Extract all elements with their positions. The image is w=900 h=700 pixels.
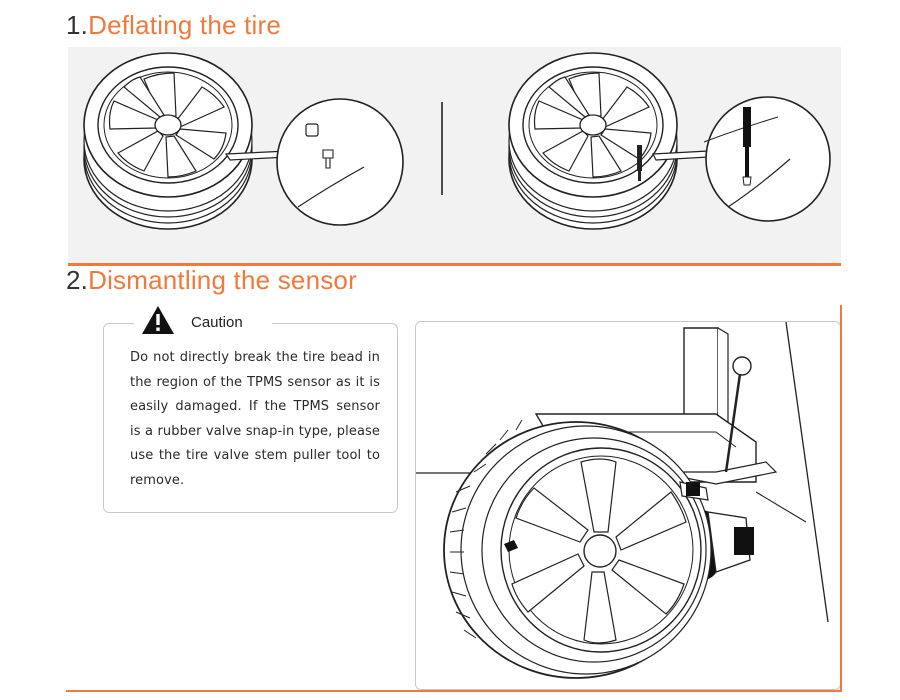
section-1-title: Deflating the tire [88,10,282,40]
section-2-side-rule [840,305,842,691]
section-1-underline [68,263,841,266]
caution-box [103,323,398,513]
dismantling-illustration-box [415,321,841,690]
section-1-number: 1. [66,10,89,40]
section-2-number: 2. [66,265,89,295]
caution-header [134,303,272,339]
deflating-illustration-panel [68,47,841,263]
caution-label: Caution [191,314,243,331]
caution-text: Do not directly break the tire bead in t… [130,350,380,488]
section-1-heading: 1.Deflating the tire [66,10,281,40]
section-2-heading: 2.Dismantling the sensor [66,265,357,295]
section-2-underline [66,690,842,692]
section-2-title: Dismantling the sensor [88,265,357,295]
warning-triangle-icon [142,306,174,334]
dismantling-illustration [416,322,829,679]
deflating-illustration [83,52,831,230]
